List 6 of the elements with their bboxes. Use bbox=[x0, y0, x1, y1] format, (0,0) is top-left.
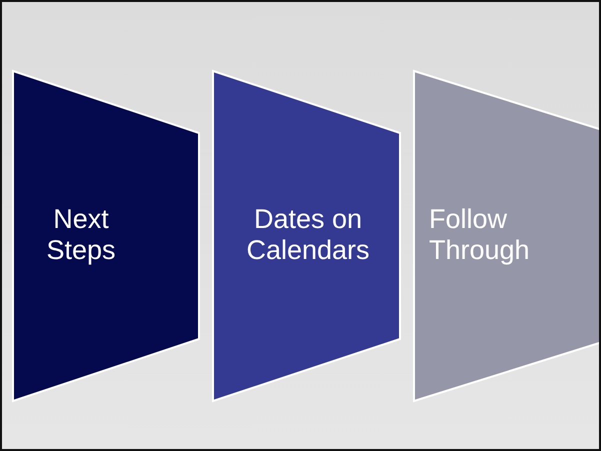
step-label: Next Steps bbox=[45, 204, 117, 266]
step-label: Dates on Calendars bbox=[245, 204, 371, 266]
chevron-step bbox=[212, 70, 401, 402]
chevron-step bbox=[413, 70, 599, 402]
chevron-step bbox=[12, 70, 200, 402]
step-label: Follow Through bbox=[429, 204, 531, 266]
